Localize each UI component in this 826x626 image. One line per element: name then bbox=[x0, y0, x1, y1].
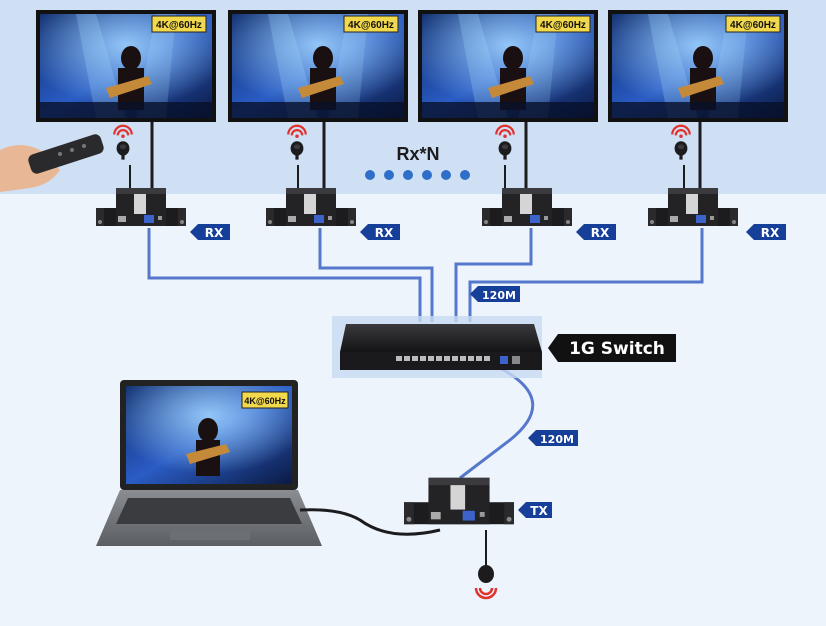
receiver-unit-1 bbox=[36, 10, 216, 226]
resolution-badge: 4K@60Hz bbox=[540, 20, 586, 31]
resolution-badge: 4K@60Hz bbox=[156, 20, 202, 31]
rx-label: RX bbox=[761, 226, 780, 240]
distance-rx-label: 120M bbox=[482, 289, 516, 302]
distance-tx-label: 120M bbox=[540, 433, 574, 446]
distance-labels: 120M 120M bbox=[470, 286, 578, 446]
ir-emitter-icon bbox=[478, 565, 494, 583]
laptop: 4K@60Hz bbox=[96, 380, 322, 546]
remote-hand-icon bbox=[0, 134, 104, 192]
receiver-unit-2 bbox=[228, 10, 408, 226]
tx-label: TX bbox=[530, 504, 548, 518]
receiver-unit-3 bbox=[418, 10, 598, 226]
switch-label: 1G Switch bbox=[569, 339, 665, 359]
receiver-unit-4 bbox=[608, 10, 788, 226]
network-cables bbox=[147, 228, 704, 480]
switch-label-box bbox=[548, 334, 676, 362]
ir-signal-icon bbox=[474, 587, 498, 600]
resolution-badge: 4K@60Hz bbox=[348, 20, 394, 31]
hdmi-cable bbox=[299, 508, 441, 536]
rx-label: RX bbox=[591, 226, 610, 240]
ellipsis-dots bbox=[365, 170, 470, 180]
rx-labels: RX RX RX RX bbox=[190, 224, 786, 240]
rx-label: RX bbox=[375, 226, 394, 240]
resolution-badges: 4K@60Hz 4K@60Hz 4K@60Hz 4K@60Hz bbox=[151, 15, 781, 33]
resolution-badge: 4K@60Hz bbox=[730, 20, 776, 31]
network-switch bbox=[332, 316, 542, 378]
rx-count-label: Rx*N bbox=[396, 144, 439, 164]
tx-label-box bbox=[518, 502, 552, 518]
rx-label: RX bbox=[205, 226, 224, 240]
resolution-badge: 4K@60Hz bbox=[244, 396, 286, 406]
